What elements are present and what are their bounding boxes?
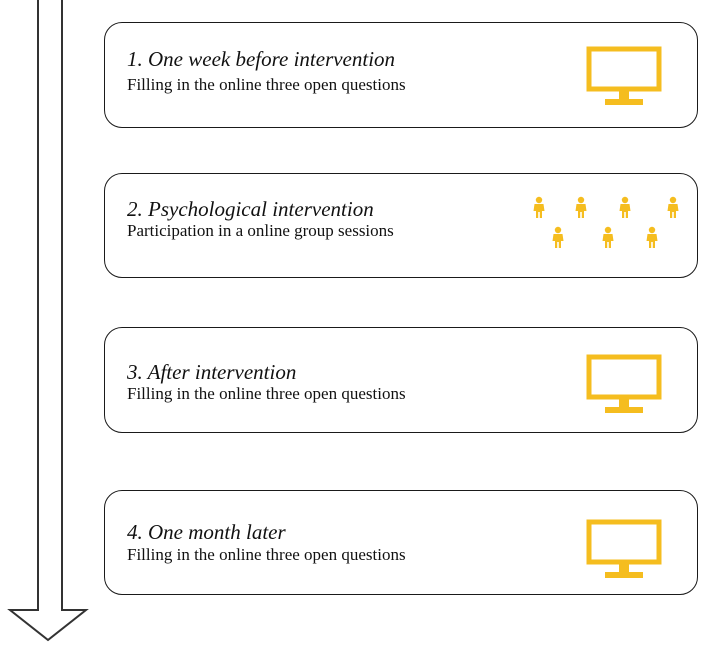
step-description-4: Filling in the online three open questio… — [127, 545, 406, 564]
step-title-4: 4. One month later — [127, 520, 286, 544]
group-people-icon — [533, 196, 679, 248]
step-box-4: 4. One month later Filling in the online… — [104, 490, 698, 595]
step-title-3: 3. After intervention — [127, 360, 297, 384]
step-box-3: 3. After intervention Filling in the onl… — [104, 327, 698, 433]
monitor-icon — [586, 354, 662, 413]
step-box-1: 1. One week before intervention Filling … — [104, 22, 698, 128]
monitor-icon — [586, 46, 662, 105]
step-description-1: Filling in the online three open questio… — [127, 75, 406, 94]
step-description-2: Participation in a online group sessions — [127, 221, 394, 240]
step-title-1: 1. One week before intervention — [127, 47, 396, 71]
step-title-2: 2. Psychological intervention — [127, 197, 374, 221]
timeline-arrow — [7, 0, 89, 642]
step-box-2: 2. Psychological intervention Participat… — [104, 173, 698, 278]
monitor-icon — [586, 519, 662, 578]
step-description-3: Filling in the online three open questio… — [127, 384, 406, 403]
